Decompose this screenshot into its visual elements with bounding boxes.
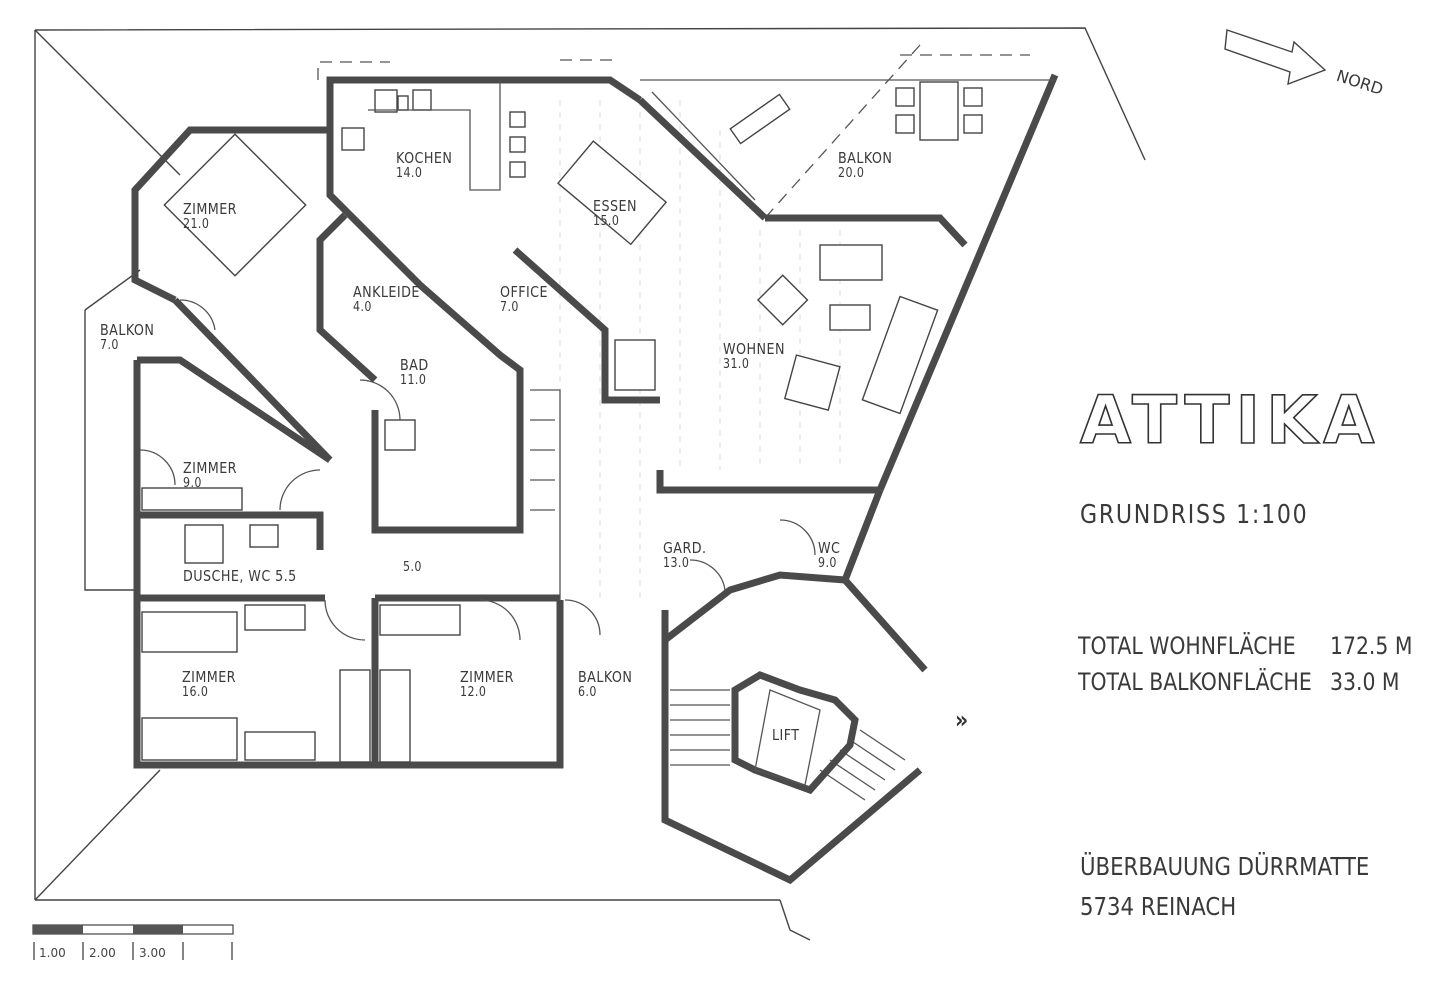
entrance-marker: »	[955, 706, 969, 734]
interior-walls	[137, 97, 968, 765]
total-balkonflaeche-value: 33.0 M	[1330, 668, 1400, 696]
exterior-walls	[131, 73, 1059, 885]
room-lift: LIFT	[772, 726, 800, 744]
site-outline	[34, 27, 1146, 941]
furniture	[141, 80, 983, 763]
project-location: 5734 REINACH	[1080, 892, 1237, 921]
scale-tick-2: 2.00	[89, 946, 116, 960]
scale-bar	[32, 924, 234, 960]
north-arrow-icon	[1224, 29, 1327, 86]
scale-tick-3: 3.00	[139, 946, 166, 960]
drawing-title: ATTIKA	[1079, 381, 1381, 460]
scale-tick-1: 1.00	[39, 946, 66, 960]
room-dusche-wc: DUSCHE, WC 5.5	[183, 567, 297, 585]
drawing-subtitle: GRUNDRISS 1:100	[1080, 500, 1309, 530]
total-balkonflaeche-label: TOTAL BALKONFLÄCHE	[1078, 668, 1312, 696]
project-name: ÜBERBAUUNG DÜRRMATTE	[1080, 852, 1370, 881]
roof-dash-lines	[317, 44, 1030, 219]
lift-core	[731, 671, 859, 795]
total-wohnflaeche-label: TOTAL WOHNFLÄCHE	[1078, 632, 1296, 660]
total-wohnflaeche-value: 172.5 M	[1330, 632, 1413, 660]
detail-lines	[139, 79, 1055, 801]
room-garderobe: GARD.13.0	[663, 539, 707, 571]
room-corridor: 5.0	[403, 560, 422, 575]
